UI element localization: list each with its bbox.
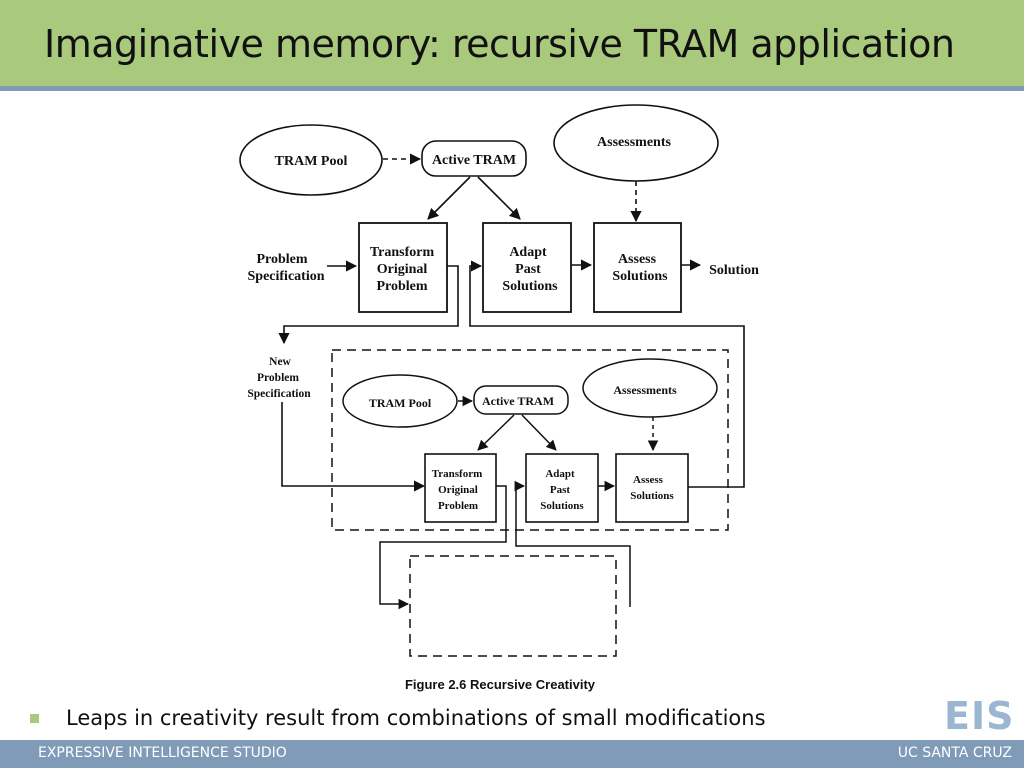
inner-transform-to-next-level-connector [379, 485, 507, 610]
top-assessments-label: Assessments [597, 135, 671, 150]
next-level-frame [409, 555, 617, 657]
eis-logo: EIS [944, 694, 1015, 738]
new-spec-line-3: Specification [247, 388, 311, 400]
inner-active-to-transform-arrow [477, 414, 515, 451]
top-active-tram-label: Active TRAM [432, 153, 516, 168]
top-assess-line-2: Solutions [612, 269, 668, 284]
title-divider [0, 86, 1024, 91]
inner-assess-line-1: Assess [633, 474, 664, 486]
inner-assessments: Assessments [582, 358, 718, 418]
new-spec-line-2: Problem [257, 372, 299, 384]
footer-left-text: EXPRESSIVE INTELLIGENCE STUDIO [38, 745, 287, 761]
problem-spec-line-2: Specification [248, 269, 325, 284]
top-adapt-line-2: Past [515, 262, 541, 277]
inner-transform-line-1: Transform [432, 468, 483, 480]
bullet-text: Leaps in creativity result from combinat… [66, 706, 766, 730]
top-adapt-box: Adapt Past Solutions [482, 222, 572, 313]
inner-adapt-line-1: Adapt [545, 468, 575, 480]
inner-active-tram-label: Active TRAM [482, 394, 554, 408]
top-transform-line-3: Problem [376, 279, 427, 294]
top-assess-box: Assess Solutions [593, 222, 682, 313]
top-active-tram: Active TRAM [421, 140, 527, 177]
inner-adapt-line-3: Solutions [540, 500, 584, 512]
solution-label: Solution [709, 263, 759, 278]
inner-transform-box: Transform Original Problem [424, 453, 497, 523]
inner-assess-line-2: Solutions [630, 490, 674, 502]
inner-tram-pool-label: TRAM Pool [369, 396, 432, 410]
title-bar [0, 0, 1024, 86]
slide-title: Imaginative memory: recursive TRAM appli… [44, 22, 955, 66]
bullet-square-icon [30, 714, 39, 723]
inner-adapt-line-2: Past [550, 484, 571, 496]
top-adapt-line-3: Solutions [502, 279, 558, 294]
top-assessments: Assessments [553, 104, 719, 182]
top-tram-pool-label: TRAM Pool [275, 154, 348, 169]
figure-caption: Figure 2.6 Recursive Creativity [405, 677, 596, 692]
top-assess-line-1: Assess [618, 252, 657, 267]
inner-assess-to-top-adapt-connector [469, 260, 745, 488]
active-to-adapt-arrow [477, 176, 521, 220]
bullet-item: Leaps in creativity result from combinat… [30, 706, 930, 734]
active-to-transform-arrow [427, 176, 471, 220]
inner-level-frame [331, 349, 729, 531]
top-tram-pool: TRAM Pool [239, 124, 383, 196]
transform-to-new-spec-connector [278, 265, 459, 345]
top-transform-box: Transform Original Problem [358, 222, 448, 313]
inner-active-to-adapt-arrow [521, 414, 557, 451]
inner-transform-line-2: Original [438, 484, 478, 496]
top-transform-line-2: Original [377, 262, 428, 277]
inner-active-tram: Active TRAM [473, 385, 569, 415]
top-adapt-line-1: Adapt [509, 245, 547, 260]
new-spec-to-inner-transform-connector [281, 402, 426, 492]
inner-assess-box: Assess Solutions [615, 453, 689, 523]
new-spec-line-1: New [269, 356, 291, 368]
inner-tram-pool: TRAM Pool [342, 374, 458, 428]
problem-spec-line-1: Problem [256, 252, 307, 267]
inner-assessments-label: Assessments [613, 383, 677, 397]
footer-right-text: UC SANTA CRUZ [897, 745, 1012, 761]
next-level-to-inner-adapt-connector [514, 480, 631, 607]
footer-bar: EXPRESSIVE INTELLIGENCE STUDIO UC SANTA … [0, 740, 1024, 768]
inner-adapt-box: Adapt Past Solutions [525, 453, 599, 523]
top-transform-line-1: Transform [370, 245, 435, 260]
inner-transform-line-3: Problem [438, 500, 478, 512]
